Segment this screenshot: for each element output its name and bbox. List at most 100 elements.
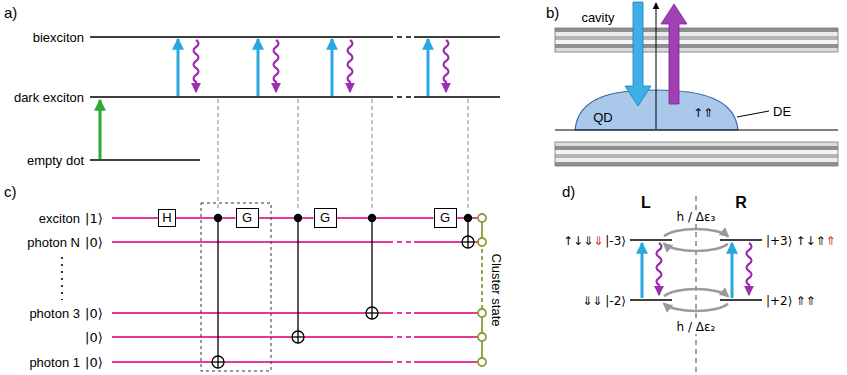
spin-levels bbox=[630, 240, 762, 300]
level-line bbox=[720, 239, 762, 241]
cluster-node bbox=[478, 214, 486, 222]
quantum-gate: G bbox=[314, 208, 337, 228]
control-dot bbox=[369, 215, 376, 222]
mirror-outline bbox=[555, 142, 838, 166]
spin-label: ↑↓⇑ bbox=[795, 234, 825, 248]
label-holder: ⇓ bbox=[593, 231, 603, 249]
period-label: h / Δε₃ bbox=[675, 210, 718, 224]
ellipsis-dots bbox=[61, 257, 63, 300]
cluster-line bbox=[481, 242, 483, 313]
gate-label: G bbox=[242, 211, 252, 226]
label-holder: |+3⟩ bbox=[766, 231, 792, 249]
qubit-wire bbox=[176, 217, 236, 219]
panel-letter: c) bbox=[4, 183, 17, 201]
label-holder: DE bbox=[773, 102, 791, 120]
excitation-arrow bbox=[99, 100, 102, 159]
gate-label: G bbox=[440, 211, 450, 226]
target-cross bbox=[297, 331, 298, 343]
label-holder: ↑↓⇑ bbox=[795, 231, 825, 249]
mirror-layer bbox=[555, 158, 838, 162]
pump-arrows bbox=[178, 39, 428, 96]
substrate-line bbox=[555, 129, 838, 130]
qubit-wire bbox=[112, 241, 388, 243]
qubit-wire bbox=[112, 336, 388, 338]
mirror-layer bbox=[555, 48, 838, 52]
pump-arrows bbox=[642, 243, 732, 298]
quantum-gate: H bbox=[158, 209, 176, 227]
mirror-layer bbox=[555, 36, 838, 40]
cluster-node bbox=[478, 358, 486, 366]
side-letter: R bbox=[735, 193, 747, 212]
ket-label: |0⟩ bbox=[85, 330, 103, 346]
qubit-name: photon 1 bbox=[29, 355, 80, 371]
mirror-layer bbox=[555, 162, 838, 166]
spin-label: ⇓⇓ bbox=[582, 294, 602, 308]
label-holder: dark exciton bbox=[14, 88, 84, 106]
label-holder: photon 3 bbox=[29, 304, 80, 322]
ket-label: |0⟩ bbox=[85, 355, 103, 371]
target-symbol bbox=[366, 307, 378, 319]
precession-loops bbox=[664, 229, 728, 311]
guide-line bbox=[467, 99, 468, 211]
label-holder: ↑⇑ bbox=[693, 103, 713, 121]
ket-label: |-2⟩ bbox=[605, 294, 626, 308]
qubit-wire bbox=[414, 336, 482, 338]
level-line bbox=[90, 96, 388, 97]
target-cross bbox=[467, 236, 468, 248]
qubit-wire bbox=[414, 241, 482, 243]
energy-levels bbox=[90, 37, 500, 160]
mirror-layer bbox=[555, 32, 838, 36]
qubit-wire bbox=[112, 312, 388, 314]
dashed-frame bbox=[201, 203, 271, 371]
cluster-bond bbox=[478, 214, 486, 366]
label-holder: Cluster state bbox=[488, 254, 506, 327]
label-holder: ⇑ bbox=[826, 231, 836, 249]
quantum-gate: G bbox=[236, 208, 259, 228]
spin-label: ⇓ bbox=[593, 234, 603, 248]
photon-wave bbox=[747, 243, 752, 295]
label-holder: |0⟩ bbox=[85, 353, 103, 371]
control-dot bbox=[465, 215, 472, 222]
label-holder: exciton bbox=[39, 209, 80, 227]
ket-label: |+2⟩ bbox=[766, 294, 792, 308]
level-label: dark exciton bbox=[14, 90, 84, 106]
level-break bbox=[388, 96, 414, 97]
label-holder: ↑↓⇓ bbox=[563, 231, 593, 249]
pump-arrow bbox=[427, 39, 430, 96]
pump-arrow bbox=[331, 39, 334, 96]
spin-label: ⇑⇑ bbox=[795, 294, 815, 308]
spin-label: ↑↓⇓ bbox=[563, 234, 593, 248]
level-line bbox=[90, 159, 200, 160]
level-line bbox=[90, 36, 388, 37]
photon-wave bbox=[274, 40, 279, 92]
emission-waves bbox=[194, 40, 449, 92]
target-symbol bbox=[462, 236, 474, 248]
part-label: DE bbox=[773, 104, 791, 120]
ket-label: |-3⟩ bbox=[605, 234, 626, 248]
cluster-node bbox=[478, 238, 486, 246]
target-cross bbox=[217, 356, 218, 368]
panel-letter: a) bbox=[4, 4, 17, 22]
label-holder: photon N bbox=[27, 233, 80, 251]
wire-break bbox=[388, 241, 414, 243]
mirror-outline bbox=[555, 28, 838, 52]
level-label: empty dot bbox=[27, 153, 84, 169]
qubit-wire bbox=[337, 217, 434, 219]
qubit-wire bbox=[414, 361, 482, 363]
cnot-line bbox=[371, 218, 372, 313]
emission-beam bbox=[661, 4, 687, 104]
label-holder: L bbox=[641, 193, 651, 212]
mirror-layer bbox=[555, 154, 838, 158]
mirror-layer bbox=[555, 40, 838, 44]
ket-label: |+3⟩ bbox=[766, 234, 792, 248]
label-holder: empty dot bbox=[27, 151, 84, 169]
qubit-name: photon N bbox=[27, 235, 80, 251]
photon-wave bbox=[444, 40, 449, 92]
wire-break bbox=[388, 361, 414, 363]
pump-beam bbox=[625, 2, 651, 106]
qubit-wire bbox=[414, 312, 482, 314]
label-holder: a) bbox=[4, 4, 17, 22]
side-letter: L bbox=[641, 193, 651, 212]
